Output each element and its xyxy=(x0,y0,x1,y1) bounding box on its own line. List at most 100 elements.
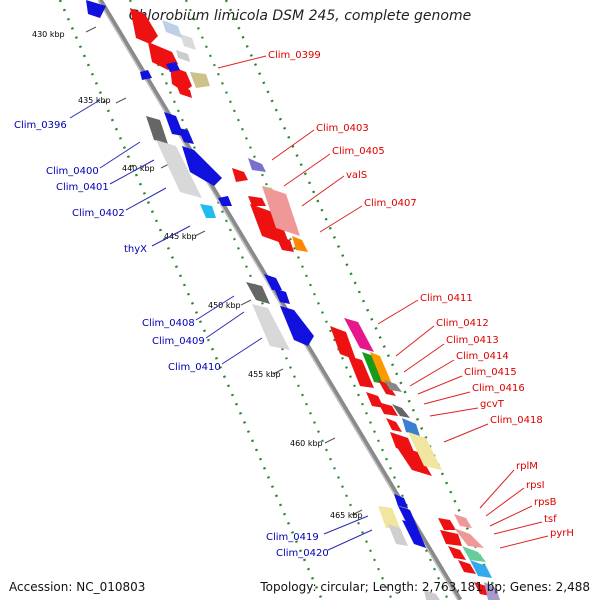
gene-arrow xyxy=(386,418,402,432)
gene-box xyxy=(454,514,472,528)
gene-arrow xyxy=(86,0,106,18)
tick-label: 435 kbp xyxy=(78,96,111,105)
gene-arrow xyxy=(438,518,456,530)
gene-box xyxy=(470,560,492,578)
gene-arrow xyxy=(458,560,476,574)
gene-box xyxy=(344,318,374,352)
gene-arrow xyxy=(264,274,282,290)
gene-box xyxy=(408,432,442,470)
gene-labels-right: Clim_0399 Clim_0403 Clim_0405 valS Clim_… xyxy=(268,50,574,539)
gene-arrow xyxy=(390,432,414,452)
gene-labels-left: Clim_0396 Clim_0400 Clim_0401 Clim_0402 … xyxy=(14,120,329,559)
gene-arrow xyxy=(280,306,314,346)
gene-label: Clim_0416 xyxy=(472,383,525,394)
gene-arrow xyxy=(398,506,416,524)
gene-label: rpsI xyxy=(526,480,545,491)
gene-arrow xyxy=(348,356,374,388)
gene-label: pyrH xyxy=(550,528,574,539)
gene-arrow xyxy=(178,128,194,144)
gene-box xyxy=(370,352,392,384)
accession-text: Accession: NC_010803 xyxy=(9,580,146,594)
gene-arrow xyxy=(276,236,294,252)
gene-box xyxy=(248,158,266,172)
tick-labels: 430 kbp 435 kbp 440 kbp 445 kbp 450 kbp … xyxy=(32,30,363,520)
gene-box xyxy=(246,282,270,304)
gene-label: Clim_0403 xyxy=(316,123,369,134)
gene-label: Clim_0399 xyxy=(268,50,321,61)
gene-label: valS xyxy=(346,170,367,181)
gene-box xyxy=(402,418,420,436)
gene-label: Clim_0396 xyxy=(14,120,67,131)
gene-box xyxy=(200,204,216,218)
gene-label: Clim_0412 xyxy=(436,318,489,329)
tick-label: 465 kbp xyxy=(330,511,363,520)
gene-box xyxy=(484,582,500,600)
gene-label: Clim_0418 xyxy=(490,415,543,426)
gene-label: Clim_0409 xyxy=(152,336,205,347)
gene-box xyxy=(462,546,486,562)
gene-box xyxy=(156,140,202,198)
gene-box xyxy=(190,72,210,88)
gene-arrow xyxy=(250,204,290,246)
gene-box xyxy=(392,404,410,418)
gene-label: rplM xyxy=(516,461,538,472)
gene-label: Clim_0419 xyxy=(266,532,319,543)
gene-box xyxy=(176,50,190,62)
gene-box xyxy=(180,34,196,50)
gene-arrow xyxy=(402,520,426,548)
gene-arrow xyxy=(440,530,462,546)
reverse-strand-genes xyxy=(86,0,440,600)
tick-label: 445 kbp xyxy=(164,232,197,241)
gene-box xyxy=(292,236,308,252)
gene-label: Clim_0407 xyxy=(364,198,417,209)
gene-arrow xyxy=(176,84,192,98)
label-leaders-right xyxy=(217,55,549,549)
map-title: Chlorobium limicola DSM 245, complete ge… xyxy=(128,8,472,24)
tick-label: 460 kbp xyxy=(290,439,323,448)
gene-arrow xyxy=(248,196,266,206)
gene-box xyxy=(454,528,484,548)
gene-box xyxy=(424,590,440,600)
gene-box xyxy=(384,380,402,392)
gene-box xyxy=(146,116,168,144)
gene-arrow xyxy=(182,146,222,186)
gene-box xyxy=(378,506,400,528)
gene-arrow xyxy=(170,66,192,92)
genome-summary-text: Topology: circular; Length: 2,763,181 bp… xyxy=(260,580,590,594)
gene-box xyxy=(262,186,300,236)
tick-label: 455 kbp xyxy=(248,370,281,379)
gene-arrow xyxy=(166,62,180,72)
gene-box xyxy=(162,20,182,38)
gene-arrow xyxy=(232,168,248,182)
tick-label: 450 kbp xyxy=(208,301,241,310)
tick-marks xyxy=(85,26,363,516)
gene-label: Clim_0410 xyxy=(168,362,221,373)
gene-arrow xyxy=(474,582,490,596)
gene-label: Clim_0408 xyxy=(142,318,195,329)
gene-label: tsf xyxy=(544,514,557,525)
gene-label: Clim_0415 xyxy=(464,367,517,378)
gene-label: Clim_0413 xyxy=(446,335,499,346)
gene-label: rpsB xyxy=(534,497,557,508)
gene-arrow xyxy=(140,70,152,80)
gene-arrow xyxy=(378,402,398,416)
tick-label: 430 kbp xyxy=(32,30,65,39)
gene-arrow xyxy=(218,196,232,206)
gene-label: Clim_0400 xyxy=(46,166,99,177)
gene-label: Clim_0411 xyxy=(420,293,473,304)
gene-arrow xyxy=(274,288,290,304)
gene-box xyxy=(388,524,408,546)
gene-label: Clim_0402 xyxy=(72,208,125,219)
gene-label: Clim_0405 xyxy=(332,146,385,157)
gene-arrow xyxy=(396,446,432,476)
gene-arrow xyxy=(130,8,158,44)
gene-arrow xyxy=(148,42,178,70)
gene-label: gcvT xyxy=(480,399,505,410)
gene-arrow xyxy=(378,380,396,396)
label-leaders-left xyxy=(69,99,373,551)
gene-label: Clim_0401 xyxy=(56,182,109,193)
gene-arrow xyxy=(394,494,408,508)
gene-label: thyX xyxy=(124,244,147,255)
